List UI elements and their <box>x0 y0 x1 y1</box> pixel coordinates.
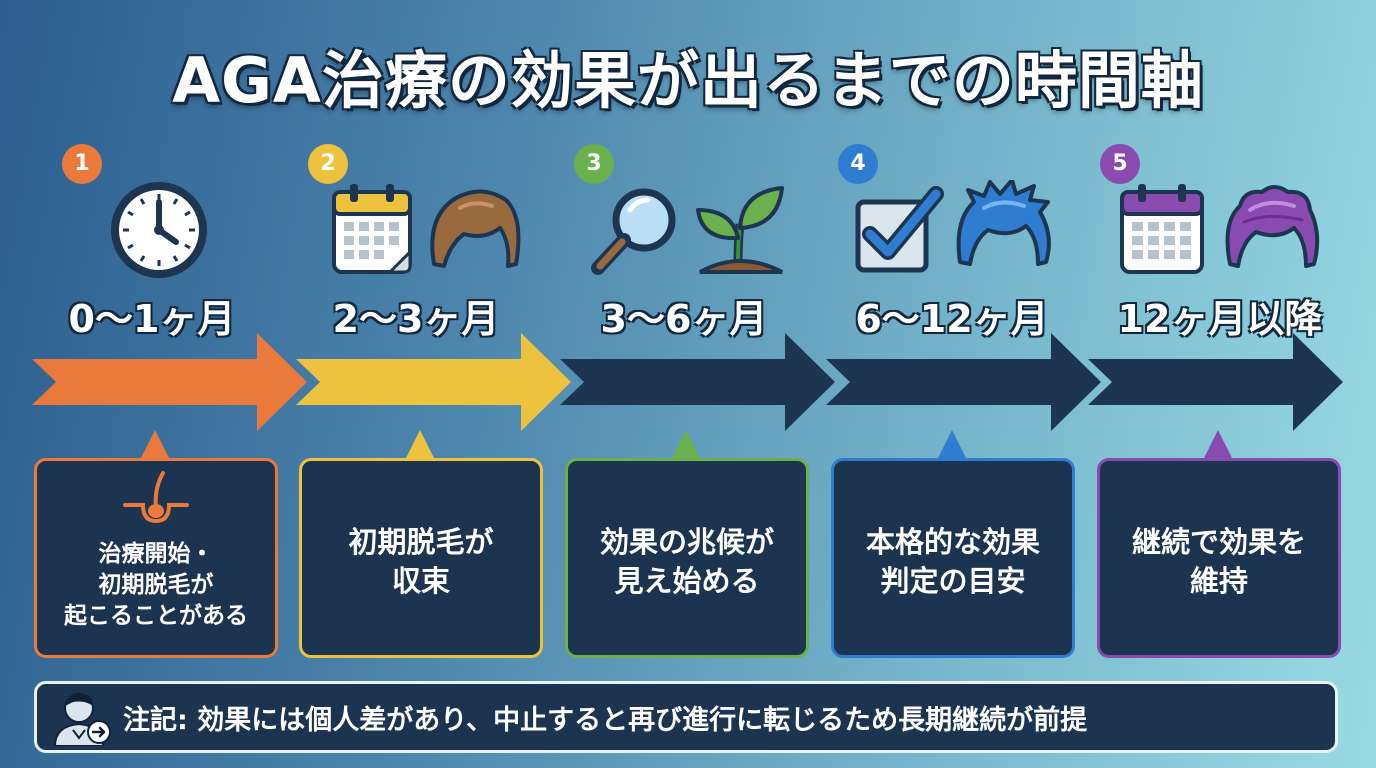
stage-card-3: 効果の兆候が 見え始める <box>565 458 809 658</box>
calendar-icon <box>332 184 412 274</box>
card-description: 本格的な効果 判定の目安 <box>865 525 1040 599</box>
timeline-arrow-5 <box>1088 333 1343 431</box>
card-description: 初期脱毛が 収束 <box>348 525 494 599</box>
stage-card-2: 初期脱毛が 収束 <box>299 458 543 658</box>
card-description: 効果の兆候が 見え始める <box>599 525 774 599</box>
hair-icon <box>430 189 521 268</box>
step-number-badge: 5 <box>1100 144 1140 184</box>
note-box: 注記: 効果には個人差があり、中止すると再び進行に転じるため長期継続が前提 <box>34 681 1338 753</box>
period-label: 2〜3ヶ月 <box>332 297 500 341</box>
stage-icons <box>552 178 816 278</box>
step-number-badge: 4 <box>838 144 878 184</box>
card-pointer <box>1204 430 1232 458</box>
stage-icons <box>20 178 284 278</box>
person-icon <box>53 693 111 746</box>
card-pointer <box>141 430 169 458</box>
timeline-arrow-4 <box>826 333 1101 431</box>
period-label: 3〜6ヶ月 <box>600 297 768 341</box>
step-number-badge: 2 <box>308 144 348 184</box>
card-pointer <box>672 430 700 458</box>
magnifier-icon <box>591 188 676 275</box>
hair-follicle-icon <box>123 471 189 524</box>
hair-icon <box>1225 185 1320 268</box>
stage-5: 5 12ヶ月以降 <box>1088 0 1352 768</box>
stage-4: 4 6〜12ヶ月 <box>820 0 1084 768</box>
card-description: 継続で効果を 維持 <box>1131 525 1306 599</box>
stage-card-1: 治療開始・ 初期脱毛が 起こることがある <box>34 458 278 658</box>
stage-icons <box>284 178 548 278</box>
card-pointer <box>938 430 966 458</box>
clock-icon <box>111 182 207 278</box>
card-pointer <box>406 430 434 458</box>
timeline-arrow-3 <box>560 333 835 431</box>
hair-icon <box>956 180 1051 266</box>
stage-icons <box>820 178 1084 278</box>
timeline-arrow-1 <box>32 333 307 431</box>
stage-2: 2 2〜3ヶ月 <box>284 0 548 768</box>
stage-icons <box>1088 178 1352 278</box>
period-label: 12ヶ月以降 <box>1117 297 1323 341</box>
timeline-arrow-2 <box>296 333 571 431</box>
sprout-icon <box>696 186 784 274</box>
step-number-badge: 3 <box>574 144 614 184</box>
checkbox-icon <box>855 186 944 273</box>
step-number-badge: 1 <box>62 144 102 184</box>
page-title: AGA治療の効果が出るまでの時間軸 <box>172 44 1204 117</box>
card-description: 治療開始・ 初期脱毛が 起こることがある <box>64 541 248 630</box>
period-label: 6〜12ヶ月 <box>855 297 1049 341</box>
stage-1: 1 0〜1ヶ月 <box>20 0 284 768</box>
stage-3: 3 3〜6ヶ月 <box>552 0 816 768</box>
stage-card-4: 本格的な効果 判定の目安 <box>831 458 1075 658</box>
stage-card-5: 継続で効果を 維持 <box>1097 458 1341 658</box>
period-label: 0〜1ヶ月 <box>68 297 236 341</box>
calendar-icon <box>1120 184 1204 274</box>
note-text: 注記: 効果には個人差があり、中止すると再び進行に転じるため長期継続が前提 <box>123 705 1088 736</box>
